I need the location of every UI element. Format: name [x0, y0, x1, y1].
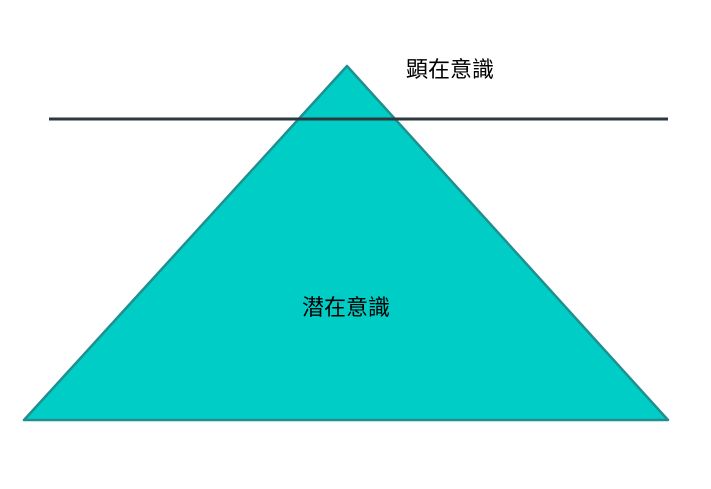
subconscious-triangle: [22, 64, 670, 422]
subconscious-label: 潜在意識: [302, 296, 391, 321]
conscious-label: 顕在意識: [406, 58, 495, 83]
